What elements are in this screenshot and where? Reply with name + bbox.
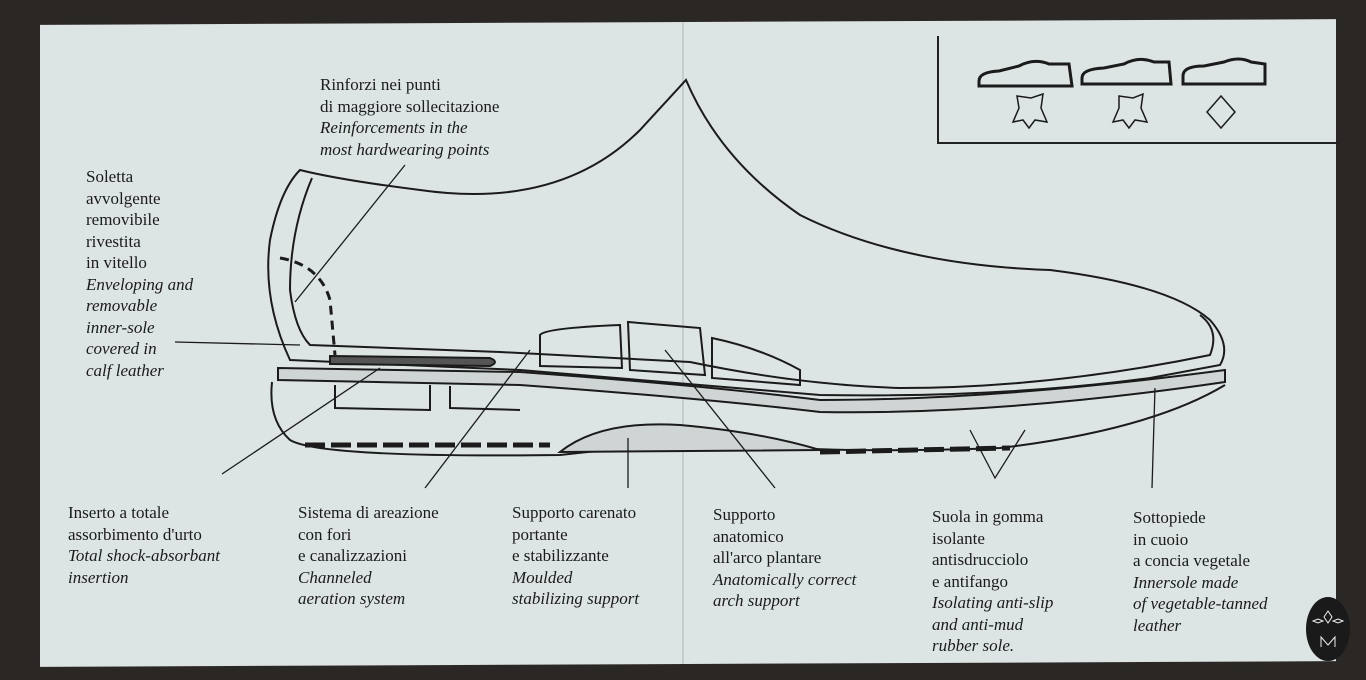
heel-block	[334, 385, 521, 412]
insole-layer	[277, 366, 1226, 414]
label-line: antisdrucciolo	[932, 550, 1029, 569]
shoe-lining-icon	[1080, 57, 1173, 86]
label-line: e antifango	[932, 571, 1008, 591]
sole-treads	[305, 442, 1011, 455]
label-line: con fori	[298, 524, 352, 544]
label-line: Inserto a totale	[68, 503, 170, 522]
label-line: Isolating anti-slip	[932, 593, 1054, 612]
label-line: Supporto carenato	[512, 503, 637, 522]
aeration-chamber	[626, 320, 707, 377]
material-legend	[937, 36, 1339, 144]
label-line: of vegetable-tanned	[1133, 594, 1268, 613]
label-line: isolante	[932, 528, 985, 548]
label-line: avvolgente	[86, 188, 161, 208]
label-line: arch support	[713, 591, 800, 610]
label-line: Moulded	[512, 567, 573, 587]
label-line: rivestita	[86, 231, 141, 251]
label-line: Sottopiede	[1133, 508, 1206, 527]
label-line: Supporto	[713, 505, 776, 524]
shoe-sole-icon	[1181, 57, 1267, 86]
label-line: Soletta	[86, 167, 134, 186]
leather-hide-icon	[1111, 92, 1149, 130]
upper-inner-line	[288, 177, 1215, 390]
label-line: Enveloping and	[86, 274, 194, 294]
label-sole: Suola in gomma isolante antisdrucciolo e…	[932, 506, 1053, 657]
label-line: stabilizing support	[512, 589, 640, 608]
label-line: assorbimento d'urto	[68, 524, 202, 544]
label-insole: Soletta avvolgente removibile rivestita …	[86, 166, 193, 381]
watermark-badge	[1306, 597, 1350, 661]
label-line: aeration system	[298, 589, 406, 608]
aeration-chamber	[539, 323, 624, 370]
label-line: Total shock-absorbant	[68, 546, 220, 565]
label-line: inner-sole	[86, 317, 155, 337]
label-line: covered in	[86, 339, 157, 358]
label-line: e canalizzazioni	[298, 546, 408, 565]
leader-lines	[174, 164, 1156, 489]
label-line: portante	[512, 524, 568, 544]
label-line: Anatomically correct	[713, 569, 857, 589]
shoe-upper-outline	[267, 78, 1226, 397]
heel-insert	[329, 354, 496, 368]
label-line: Suola in gomma	[932, 507, 1044, 526]
watermark-logo-icon	[1311, 610, 1345, 647]
shoe-upper-icon	[977, 59, 1074, 88]
label-line: a concia vegetale	[1133, 551, 1251, 570]
label-line: removable	[86, 296, 158, 315]
label-line: Innersole made	[1133, 572, 1239, 592]
leather-hide-icon	[1011, 92, 1049, 130]
label-line: all'arco plantare	[713, 548, 822, 567]
label-reinforcements: Rinforzi nei punti di maggiore sollecita…	[320, 74, 499, 160]
label-line: Sistema di areazione	[298, 503, 439, 522]
label-line: calf leather	[86, 360, 164, 380]
diamond-material-icon	[1206, 94, 1236, 130]
label-line: Channeled	[298, 567, 372, 587]
label-line: in cuoio	[1133, 529, 1189, 549]
label-innersole: Sottopiede in cuoio a concia vegetale In…	[1133, 507, 1268, 636]
stabilizer-support	[557, 423, 821, 454]
label-line: Rinforzi nei punti	[320, 75, 441, 94]
label-line: most hardwearing points	[320, 139, 490, 159]
label-shock: Inserto a totale assorbimento d'urto Tot…	[68, 502, 220, 588]
heel-counter-dashed	[279, 256, 337, 356]
label-aeration: Sistema di areazione con fori e canalizz…	[298, 502, 439, 610]
label-line: Reinforcements in the	[320, 118, 468, 137]
label-line: leather	[1133, 615, 1182, 635]
aeration-chamber	[711, 336, 801, 387]
label-line: insertion	[68, 567, 129, 587]
label-arch: Supporto anatomico all'arco plantare Ana…	[713, 504, 856, 612]
label-stabilizing: Supporto carenato portante e stabilizzan…	[512, 502, 639, 610]
label-line: removibile	[86, 210, 160, 229]
label-line: di maggiore sollecitazione	[320, 96, 500, 116]
fold-line	[682, 22, 684, 664]
label-line: in vitello	[86, 253, 147, 272]
label-line: anatomico	[713, 526, 784, 546]
label-line: and anti-mud	[932, 614, 1024, 634]
label-line: rubber sole.	[932, 636, 1015, 655]
label-line: e stabilizzante	[512, 546, 609, 565]
